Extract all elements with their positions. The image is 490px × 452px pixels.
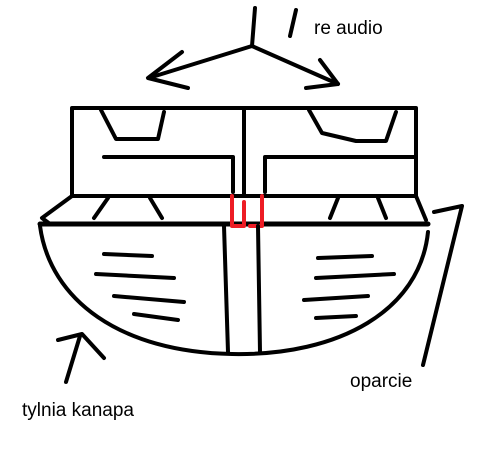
audio-pointer-arrows — [146, 6, 340, 90]
audio-tick-left — [250, 6, 257, 48]
seat-fold-1 — [92, 196, 110, 220]
audio-tick-right — [288, 8, 298, 38]
bench-line-left-3 — [112, 294, 186, 304]
seat-fold-2 — [148, 196, 164, 220]
rear-bench-arrow-head — [56, 332, 106, 360]
rear-bench — [38, 224, 430, 357]
backrest-pointer-arrow — [421, 204, 464, 367]
seat-surface — [37, 194, 431, 227]
backrest-panel — [70, 106, 418, 198]
panel-line-left — [102, 155, 235, 194]
backrest-label: oparcie — [350, 371, 413, 392]
seat-fold-4 — [376, 196, 388, 220]
rear-seat-label: tylnia kanapa — [22, 400, 134, 421]
red-highlight-bracket — [230, 194, 264, 228]
panel-line-right — [263, 155, 416, 194]
seat-fold-3 — [328, 196, 340, 220]
bench-line-right-1 — [316, 254, 374, 260]
arrow-head-left — [146, 50, 190, 90]
arrow-shaft-right — [250, 44, 340, 86]
bench-line-right-3 — [302, 294, 370, 302]
arrow-head-right — [304, 58, 340, 90]
bench-divider-left — [222, 224, 230, 354]
bench-line-left-2 — [94, 272, 176, 280]
audio-label: re audio — [314, 18, 383, 39]
backrest-arrow-shaft — [421, 204, 464, 367]
bench-line-left-1 — [102, 252, 154, 258]
seat-surface-left-edge — [40, 194, 74, 226]
headrest-left — [99, 108, 166, 141]
bench-divider-right — [256, 224, 262, 354]
bench-line-left-4 — [132, 312, 180, 322]
rear-bench-arrow-shaft — [64, 334, 82, 384]
bench-line-right-2 — [314, 272, 396, 280]
arrow-shaft-left — [150, 44, 254, 79]
seat-surface-right-edge — [414, 194, 428, 222]
rear-bench-pointer-arrow — [56, 332, 106, 384]
bench-line-right-4 — [314, 314, 358, 320]
bench-outline — [38, 224, 430, 357]
headrest-right — [307, 108, 398, 143]
